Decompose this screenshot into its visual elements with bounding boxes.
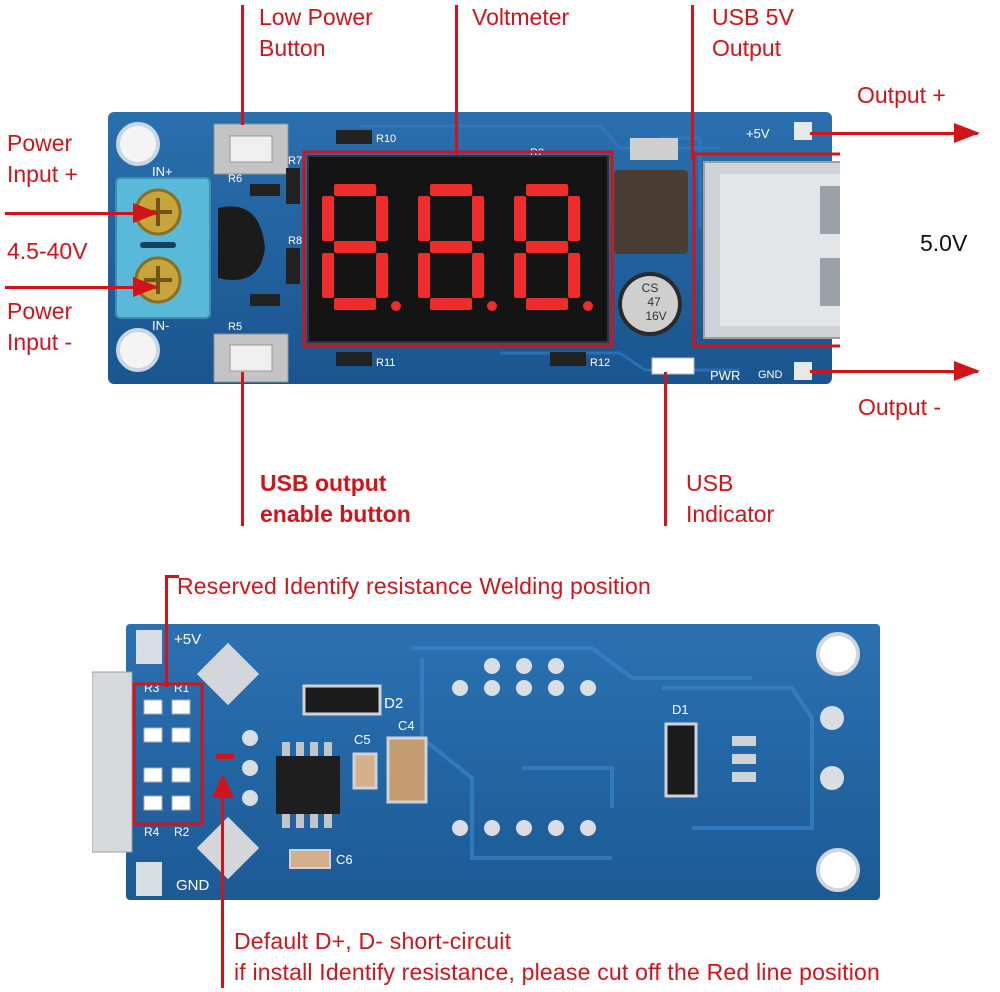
low-power-button-part [213,123,289,175]
cap-text-cs: CS [642,281,659,295]
voltmeter-display [307,155,609,343]
arrow-output-plus [810,123,980,143]
line-usb-output [691,5,694,160]
digit-2-segment-1 [430,184,472,196]
silk-bottom-r2: R2 [174,825,190,839]
digit-3-decimal-point [583,301,593,311]
silk-c6: C6 [336,852,353,867]
digit-3-segment-1 [526,184,568,196]
label-reserved-identify: Reserved Identify resistance Welding pos… [177,573,651,599]
digit-1-segment-5 [322,253,334,298]
silk-r11: R11 [376,357,395,369]
capacitor: CS 47 16V [618,272,682,336]
line-usb-indicator [664,372,667,526]
silk-d2: D2 [384,695,403,712]
silk-r10: R10 [376,133,396,145]
digit-2-segment-2 [472,196,484,241]
label-output-voltage: 5.0V [920,230,968,256]
digit-2-segment-5 [418,253,430,298]
digit-3-segment-5 [514,253,526,298]
line-reserved [165,575,168,687]
digit-2-segment-3 [472,253,484,298]
label-voltage-range: 4.5-40V [7,238,88,264]
label-usb-5v-output: USB 5V Output [712,4,794,61]
silk-c5: C5 [354,732,371,747]
line-usb-enable [241,372,244,526]
digit-1-segment-6 [322,196,334,241]
cap-text-16v: 16V [645,309,666,323]
digit-3-segment-6 [514,196,526,241]
silk-in-plus: IN+ [152,164,173,179]
bottom-pcb-board: +5V GND R3 R1 R4 R2 D2 C5 C4 C6 [92,624,880,900]
digit-1-segment-4 [334,298,376,310]
arrow-power-plus [5,203,159,223]
label-output-minus: Output - [858,394,942,420]
arrow-power-minus [5,277,159,297]
silk-gnd: GND [758,369,783,381]
digit-3-segment-2 [568,196,580,241]
usb-port [703,161,840,339]
ic-chip [276,742,340,828]
digit-2-segment-7 [430,241,472,253]
silk-r6: R6 [228,173,242,185]
digit-1-decimal-point [391,301,401,311]
digit-3-segment-4 [526,298,568,310]
label-voltmeter: Voltmeter [472,4,570,30]
cap-text-47: 47 [647,295,661,309]
silk-pwr: PWR [710,368,740,383]
top-pcb-board: IN+ IN- R6 R5 R7 R8 R10 R11 R12 R2 CS 47… [108,112,840,384]
label-output-plus: Output + [857,82,946,108]
silk-r7: R7 [288,155,302,167]
silk-bottom-plus5v: +5V [174,631,201,648]
digit-1-segment-7 [334,241,376,253]
usb-indicator-led [651,357,695,375]
digit-1-segment-3 [376,253,388,298]
digit-1-segment-1 [334,184,376,196]
digit-3-segment-7 [526,241,568,253]
label-power-input-minus: Power Input - [7,298,73,355]
silk-plus5v: +5V [746,126,770,141]
label-default-note: Default D+, D- short-circuit if install … [234,928,881,985]
label-usb-enable-button: USB output enable button [260,470,411,527]
silk-r4: R4 [144,825,160,839]
arrow-default-note [212,774,234,798]
label-usb-indicator: USB Indicator [686,470,775,527]
silk-in-minus: IN- [152,318,169,333]
silk-c4: C4 [398,718,415,733]
line-reserved-horizontal [165,575,179,578]
label-low-power-button: Low Power Button [259,4,373,61]
digit-2-decimal-point [487,301,497,311]
silk-d1: D1 [672,702,689,717]
line-default-note [221,790,224,988]
digit-1-segment-2 [376,196,388,241]
label-power-input-plus: Power Input + [7,130,78,187]
digit-3-segment-3 [568,253,580,298]
line-voltmeter [455,5,458,155]
usb-enable-button-part [213,333,289,383]
silk-r5: R5 [228,321,242,333]
silk-r8: R8 [288,235,302,247]
digit-2-segment-4 [430,298,472,310]
digit-2-segment-6 [418,196,430,241]
silk-bottom-gnd: GND [176,877,210,894]
line-low-power [241,5,244,125]
arrow-output-minus [810,361,980,381]
silk-r12: R12 [590,357,610,369]
